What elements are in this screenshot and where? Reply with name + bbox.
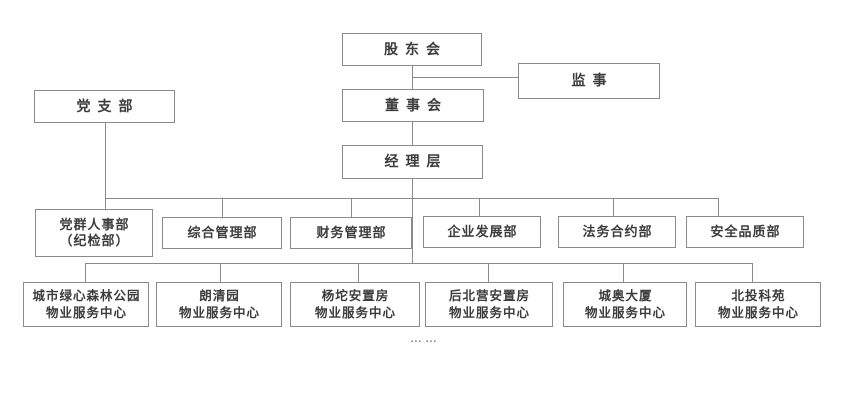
center-label-line1: 城奥大厦 [598, 288, 653, 303]
org-node-dept-enterprise-dev: 企业发展部 [423, 216, 541, 248]
org-node-supervisor: 监事 [518, 63, 660, 99]
connector-centers-bus [85, 263, 753, 264]
org-node-management-label: 经理层 [384, 153, 448, 170]
org-node-dept-finance: 财务管理部 [290, 217, 412, 249]
connector-stub-center-1 [85, 263, 86, 282]
center-label-line2: 物业服务中心 [178, 305, 260, 320]
center-label-line2: 物业服务中心 [314, 305, 396, 320]
org-node-board-label: 董事会 [385, 96, 448, 113]
connector-stub-center-3 [358, 263, 359, 282]
center-label-line2: 物业服务中心 [584, 305, 666, 320]
center-label-line1: 后北营安置房 [448, 288, 530, 303]
org-node-party-branch-label: 党支部 [76, 97, 140, 114]
connector-departments-bus [105, 198, 719, 199]
connector-stub-center-5 [623, 263, 624, 282]
dept-label: 财务管理部 [316, 224, 387, 240]
center-label-line1: 城市绿心森林公园 [32, 288, 141, 303]
connector-stub-center-6 [752, 263, 753, 282]
center-label-line2: 物业服务中心 [45, 305, 127, 320]
dept-label-line1: 党群人事部 [59, 216, 130, 232]
org-node-supervisor-label: 监事 [571, 72, 614, 89]
org-node-dept-general-admin: 综合管理部 [162, 217, 282, 249]
org-node-dept-legal-contract: 法务合约部 [558, 216, 676, 248]
connector-management-down [412, 179, 413, 264]
dept-label: 企业发展部 [447, 223, 518, 239]
org-node-shareholders: 股东会 [342, 33, 482, 66]
dept-label: 综合管理部 [187, 224, 258, 240]
org-node-center-chengao-tower: 城奥大厦 物业服务中心 [563, 282, 687, 327]
dept-label-line2: （纪检部） [59, 233, 130, 248]
center-label-line1: 北投科苑 [731, 288, 786, 303]
center-label-line1: 朗清园 [199, 288, 240, 303]
center-label-line2: 物业服务中心 [717, 305, 799, 320]
org-node-shareholders-label: 股东会 [384, 40, 447, 57]
connector-board-management [412, 122, 413, 145]
connector-stub-dept-5 [613, 198, 614, 216]
connector-stub-center-2 [220, 263, 221, 282]
connector-stub-dept-6 [718, 198, 719, 216]
connector-stub-dept-4 [479, 198, 480, 216]
org-node-board: 董事会 [342, 89, 484, 122]
org-node-dept-safety-quality: 安全品质部 [686, 216, 804, 248]
connector-party-branch-down [105, 123, 106, 209]
connector-stub-dept-3 [351, 198, 352, 217]
connector-to-supervisor [412, 77, 518, 78]
org-node-center-green-heart-forest-park: 城市绿心森林公园 物业服务中心 [23, 282, 149, 327]
org-node-dept-party-personnel: 党群人事部 （纪检部） [35, 209, 153, 257]
center-label-line2: 物业服务中心 [448, 305, 530, 320]
org-node-center-beitou-keyuan: 北投科苑 物业服务中心 [695, 282, 821, 327]
org-node-management: 经理层 [342, 145, 483, 179]
org-node-center-yangtuo-resettlement: 杨坨安置房 物业服务中心 [290, 282, 420, 327]
connector-stub-center-4 [488, 263, 489, 282]
org-node-center-houbeiying-resettlement: 后北营安置房 物业服务中心 [425, 282, 553, 327]
more-items-ellipsis: ... ... [410, 334, 438, 345]
dept-label: 安全品质部 [710, 223, 781, 239]
connector-stub-dept-2 [222, 198, 223, 217]
center-label-line1: 杨坨安置房 [321, 288, 390, 303]
dept-label: 法务合约部 [582, 223, 653, 239]
org-node-party-branch: 党支部 [34, 90, 175, 123]
org-node-center-langqingyuan: 朗清园 物业服务中心 [156, 282, 282, 327]
